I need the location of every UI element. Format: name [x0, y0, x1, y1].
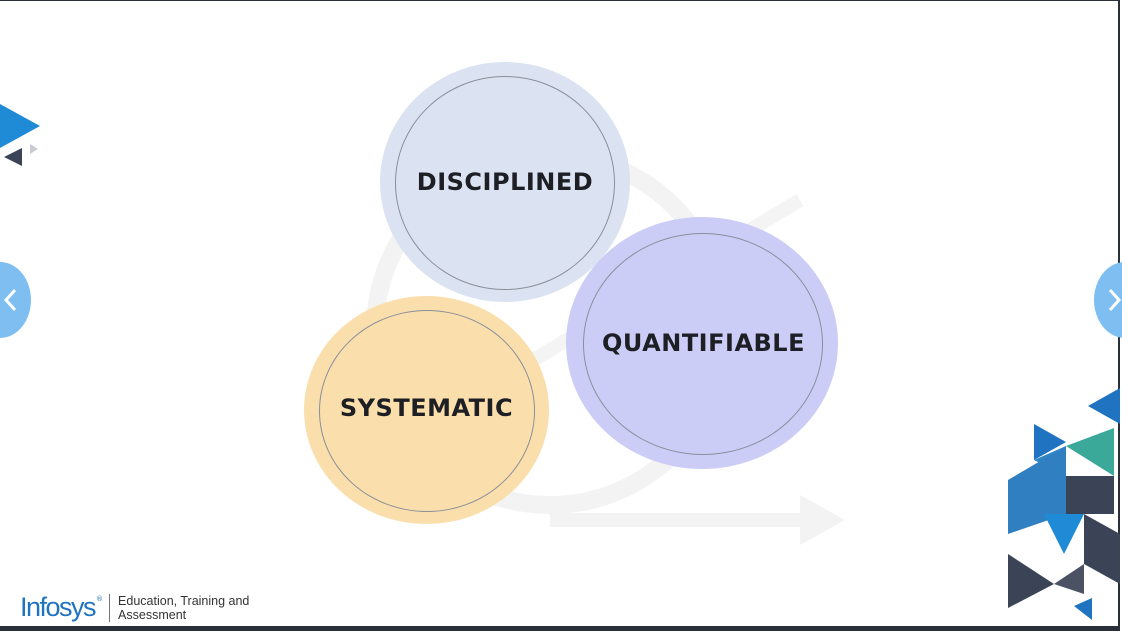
disciplined-label: DISCIPLINED	[416, 168, 594, 196]
infosys-logo: Infosys ® Education, Training and Assess…	[20, 592, 266, 623]
geometric-decoration-icon	[1008, 388, 1120, 620]
disciplined-ring	[395, 76, 615, 290]
quantifiable-label: QUANTIFIABLE	[602, 329, 805, 357]
tagline-line-1: Education, Training and	[118, 593, 250, 608]
systematic-label: SYSTEMATIC	[339, 394, 514, 422]
logo-divider	[109, 593, 111, 622]
chevron-left-icon	[3, 288, 17, 312]
quantifiable-circle: QUANTIFIABLE	[566, 217, 838, 469]
logo-tagline: Education, Training and Assessment	[118, 594, 266, 622]
systematic-ring	[319, 310, 535, 512]
quantifiable-ring	[583, 233, 823, 455]
disciplined-circle: DISCIPLINED	[380, 62, 630, 302]
triangle-decoration-icon	[0, 104, 40, 166]
chevron-right-icon	[1108, 288, 1122, 312]
logo-wordmark: Infosys	[20, 592, 97, 622]
tagline-line-2: Assessment	[118, 607, 187, 622]
systematic-circle: SYSTEMATIC	[304, 296, 549, 524]
registered-mark: ®	[96, 595, 104, 603]
